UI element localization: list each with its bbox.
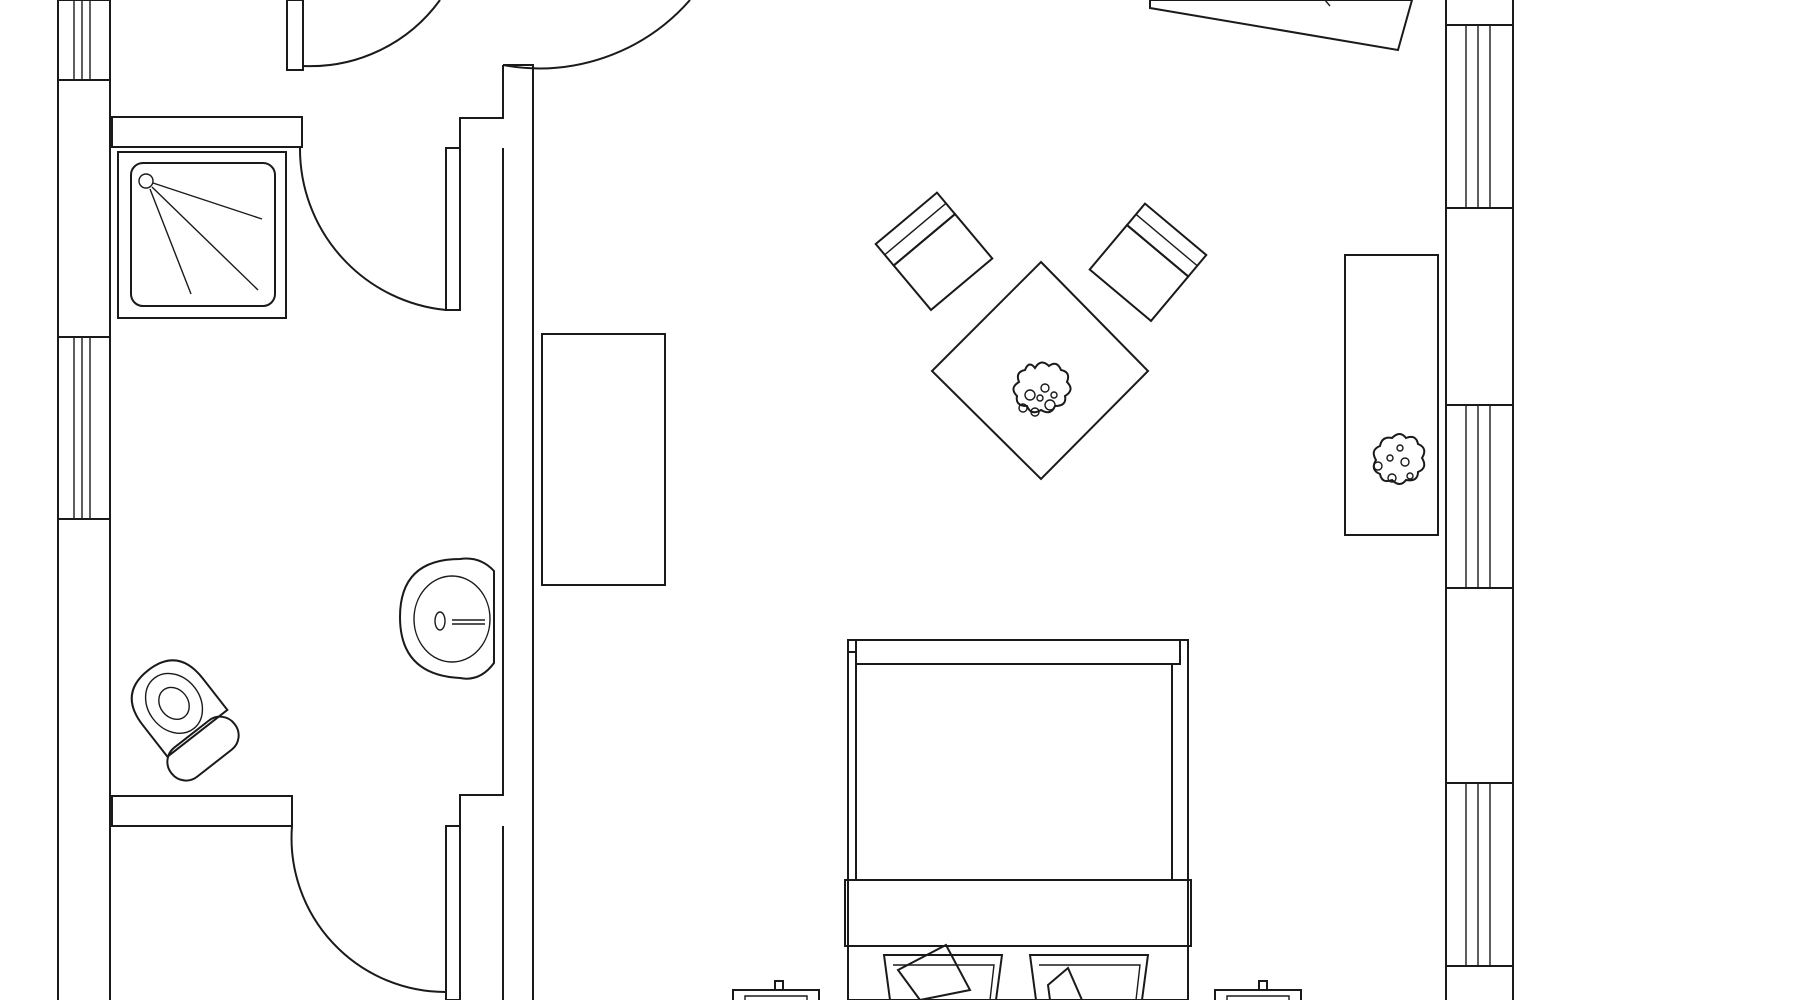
- right-window-2: [1445, 404, 1514, 589]
- nightstand-right: [1214, 980, 1302, 1000]
- bath-wall-lower: [111, 795, 293, 827]
- dresser: [541, 333, 666, 586]
- bath-wall-upper: [111, 116, 303, 148]
- left-window-top: [57, 0, 111, 81]
- bathroom-sink: [398, 557, 495, 680]
- door-top-left: [286, 0, 441, 71]
- pillow-left: [882, 943, 1004, 1000]
- square-table: [930, 260, 1150, 481]
- nightstand-left: [732, 980, 820, 1000]
- bathroom-door-lower: [290, 825, 447, 994]
- right-outer-wall: [1445, 0, 1514, 1000]
- toilet: [130, 659, 240, 782]
- pillow-right: [1028, 954, 1150, 1000]
- left-window-middle: [57, 336, 111, 520]
- bathroom-door-upper: [298, 147, 447, 311]
- shower: [117, 151, 287, 319]
- armchair-left: [874, 191, 994, 312]
- bed: [844, 639, 1192, 1000]
- partition-wall: [445, 64, 534, 1000]
- flower-bowl: [1012, 361, 1072, 417]
- sideboard: [1344, 254, 1439, 536]
- door-top-middle: [502, 0, 691, 70]
- plant: [1372, 433, 1426, 485]
- right-window-3: [1445, 782, 1514, 967]
- left-outer-wall: [57, 0, 111, 1000]
- right-window-1: [1445, 24, 1514, 209]
- armchair-right: [1088, 202, 1208, 323]
- table-top-right: [1149, 0, 1414, 52]
